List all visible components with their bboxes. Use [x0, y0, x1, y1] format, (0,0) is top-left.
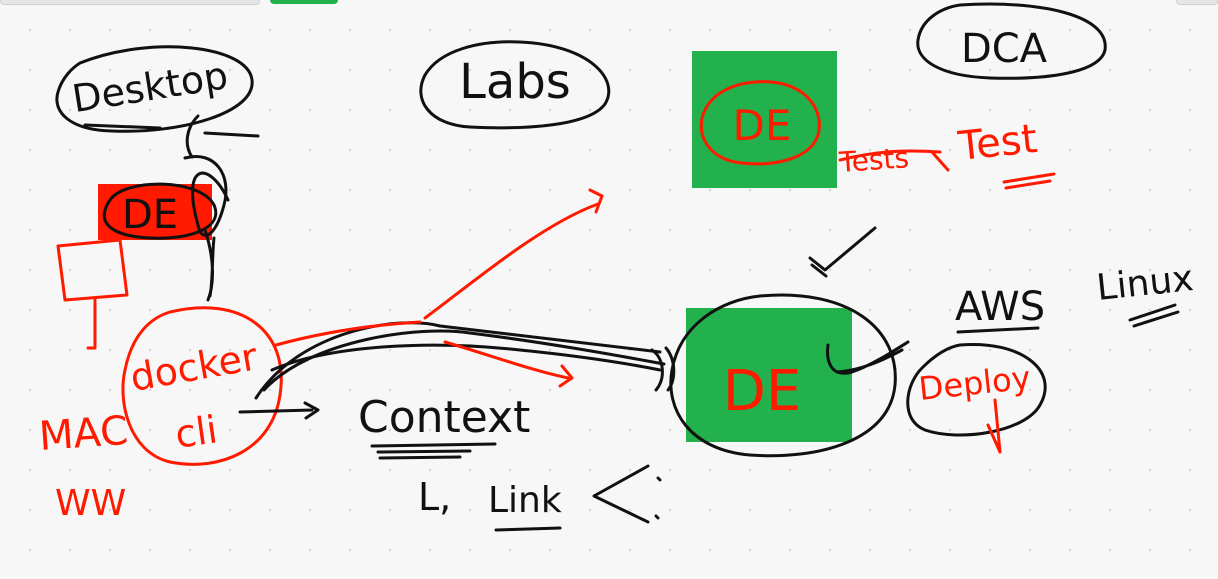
docker-cli-node: docker cli: [121, 306, 283, 466]
test-label: Test: [955, 116, 1039, 170]
labs-ellipse: [419, 40, 611, 130]
test-struck-label: Tests: [837, 141, 910, 179]
dca-label: DCA: [961, 26, 1048, 72]
de-main-node: DE: [669, 293, 910, 458]
ww-label: WW: [55, 483, 126, 524]
context-underline: [370, 442, 497, 460]
deploy-note: Deploy: [906, 342, 1047, 454]
de-to-docker-line: [203, 228, 216, 302]
desktop-node: Desktop: [55, 45, 260, 159]
link-label: Link: [488, 480, 562, 521]
toolbar-strip-accent: [270, 0, 338, 4]
pipe-line-3: [270, 343, 662, 372]
desktop-label: Desktop: [69, 53, 231, 121]
labs-node: Labs: [419, 40, 611, 130]
dca-node: DCA: [916, 2, 1107, 80]
de-desktop-node: DE: [98, 155, 230, 302]
link-arrowhead: [592, 464, 662, 524]
checkmark-icon: [808, 226, 877, 278]
dca-ellipse: [916, 2, 1107, 80]
docker-label: docker: [127, 334, 261, 400]
docker-cli-circle: [121, 306, 283, 466]
de-labs-circle: [699, 80, 821, 166]
test-underline: [1002, 172, 1056, 190]
deploy-circle: [906, 342, 1047, 437]
de-main-box: [686, 308, 852, 442]
de-labs-label: DE: [733, 101, 792, 150]
de-main-label: DE: [723, 359, 802, 424]
pipe-red-overlay: [274, 320, 422, 347]
mac-bracket: [56, 238, 129, 350]
aws-underline: [956, 326, 1040, 334]
test-strike: [838, 149, 950, 172]
aws-label: AWS: [955, 284, 1045, 330]
linux-underline: [1128, 303, 1180, 328]
de-main-inner-arrow: [826, 340, 910, 375]
linux-note: Linux: [1095, 258, 1196, 328]
link-underline: [494, 526, 562, 532]
test-note: Tests Test: [837, 116, 1056, 190]
labs-label: Labs: [459, 54, 571, 110]
deploy-label: Deploy: [917, 358, 1032, 408]
cli-context-arrow: [238, 401, 320, 420]
de-desktop-circle: [102, 182, 218, 240]
de-labs-node: DE: [692, 51, 837, 188]
de-main-circle: [669, 293, 897, 458]
link-arrow-label: L,: [418, 475, 451, 519]
context-group: Context L, Link: [358, 392, 662, 532]
context-red-arrow: [443, 340, 574, 388]
cli-labs-arrow: [423, 188, 604, 320]
mac-bracket-shape: [56, 238, 129, 350]
desktop-ellipse: [55, 45, 254, 133]
linux-label: Linux: [1095, 258, 1196, 309]
deploy-tail: [986, 398, 1002, 454]
desktop-underline: [83, 123, 162, 130]
cli-to-de-connection: [254, 320, 676, 400]
pipe-line-1: [254, 321, 662, 400]
mac-label: MAC: [37, 408, 129, 460]
aws-note: AWS: [955, 284, 1045, 334]
desktop-connector: [185, 114, 260, 159]
de-desktop-label: DE: [122, 192, 178, 238]
context-label: Context: [358, 392, 530, 443]
cli-label: cli: [172, 407, 220, 456]
toolbar-strip-left: [0, 0, 260, 5]
